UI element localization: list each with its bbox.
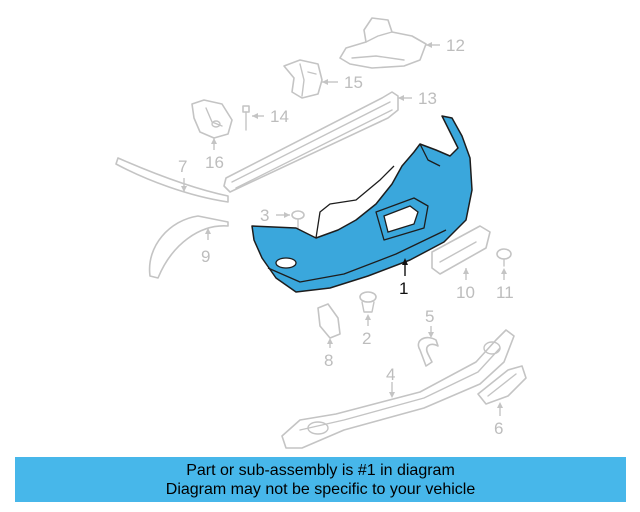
callout-4: 4 <box>386 365 395 384</box>
callout-16: 16 <box>205 153 224 172</box>
part-7-molding: 7 <box>115 157 229 203</box>
part-info-line: Part or sub-assembly is #1 in diagram <box>186 462 455 479</box>
part-11-screw: 11 <box>496 248 514 302</box>
parts-diagram: 12 15 13 16 14 7 <box>115 17 527 449</box>
callout-2: 2 <box>362 329 371 348</box>
callout-15: 15 <box>344 73 363 92</box>
callout-13: 13 <box>418 89 437 108</box>
part-10-plate-bracket: 10 <box>431 225 491 302</box>
part-13-impact-bar: 13 <box>223 89 437 193</box>
part-15-clip: 15 <box>283 59 363 99</box>
callout-12: 12 <box>446 36 465 55</box>
part-8-reflector: 8 <box>317 303 341 370</box>
disclaimer-line: Diagram may not be specific to your vehi… <box>165 481 476 498</box>
callout-8: 8 <box>324 351 333 370</box>
callout-6: 6 <box>494 419 503 438</box>
callout-10: 10 <box>456 283 475 302</box>
callout-5: 5 <box>425 307 434 326</box>
part-12-bracket: 12 <box>339 17 465 69</box>
part-6-lower-trim: 6 <box>477 365 527 438</box>
part-1-bumper-cover: 1 <box>251 115 473 298</box>
callout-3: 3 <box>260 206 269 225</box>
callout-9: 9 <box>201 247 210 266</box>
part-16-bracket: 16 <box>191 99 233 172</box>
callout-14: 14 <box>270 107 289 126</box>
part-4-lower-valance: 4 <box>281 329 515 449</box>
part-14-bolt: 14 <box>242 105 289 131</box>
part-5-clip: 5 <box>417 307 439 367</box>
callout-11: 11 <box>496 283 514 302</box>
part-info-banner: Part or sub-assembly is #1 in diagram Di… <box>15 457 626 502</box>
part-2-clip: 2 <box>359 291 377 348</box>
part-9-arch-molding: 9 <box>148 215 229 279</box>
callout-7: 7 <box>178 157 187 176</box>
callout-1: 1 <box>399 279 408 298</box>
